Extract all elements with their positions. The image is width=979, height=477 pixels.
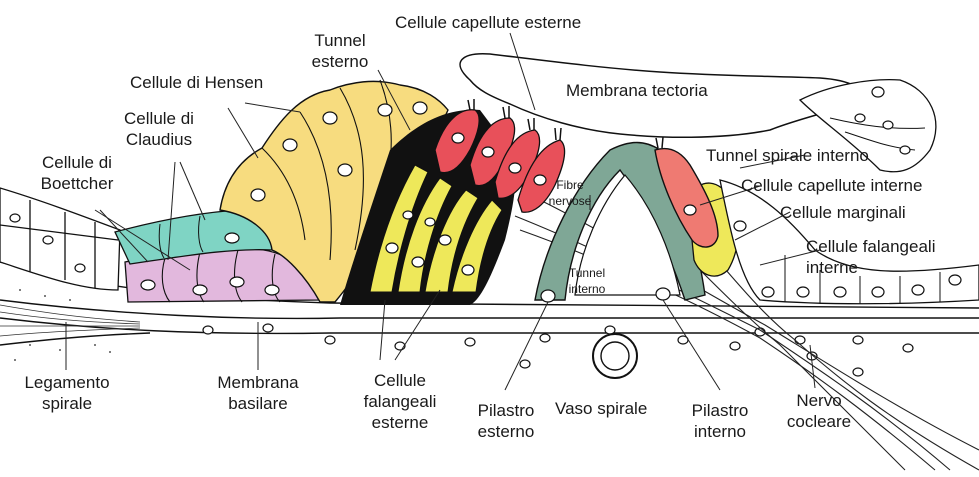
outer-sulcus-nuclei bbox=[9, 213, 86, 273]
label-cellule-claudius-line2: Claudius bbox=[125, 130, 193, 149]
label-cellule-marginali: Cellule marginali bbox=[780, 203, 906, 222]
label-cellule-falangeali-interne-line1: Cellule falangeali bbox=[806, 237, 936, 256]
label-membrana-basilare-line1: Membrana bbox=[217, 373, 299, 392]
label-nervo-cocleare-line2: cocleare bbox=[786, 412, 852, 431]
label-cellule-capellute-esterne: Cellule capellute esterne bbox=[395, 13, 582, 32]
tunnel-interno bbox=[574, 174, 681, 296]
label-cellule-falangeali-esterne-line3: esterne bbox=[371, 413, 429, 432]
label-nervo-cocleare-line1: Nervo bbox=[796, 391, 842, 410]
label-cellule-falangeali-interne-line2: interne bbox=[806, 258, 858, 277]
spiral-ligament-fibres bbox=[0, 304, 141, 337]
label-pilastro-interno-line2: interno bbox=[694, 422, 746, 441]
label-cellule-claudius-line1: Cellule di bbox=[124, 109, 194, 128]
label-pilastro-interno-line1: Pilastro bbox=[691, 401, 749, 420]
label-cellule-hensen: Cellule di Hensen bbox=[130, 73, 264, 92]
label-vaso-spirale: Vaso spirale bbox=[555, 399, 648, 418]
label-fibre-nervose-line2: nervose bbox=[548, 194, 592, 208]
label-membrana-basilare-line2: basilare bbox=[228, 394, 288, 413]
label-tunnel-interno-line2: interno bbox=[568, 282, 606, 296]
label-cellule-boettcher-line1: Cellule di bbox=[42, 153, 112, 172]
label-tunnel-spirale-interno: Tunnel spirale interno bbox=[706, 146, 869, 165]
stereocilia bbox=[467, 99, 664, 149]
label-cellule-capellute-interne: Cellule capellute interne bbox=[741, 176, 923, 195]
label-tunnel-esterno-line2: esterno bbox=[311, 52, 369, 71]
label-cellule-boettcher-line2: Boettcher bbox=[40, 174, 114, 193]
label-legamento-spirale-line2: spirale bbox=[41, 394, 93, 413]
label-legamento-spirale-line1: Legamento bbox=[24, 373, 110, 392]
outer-sulcus-cells bbox=[0, 187, 121, 291]
inner-hair-cell bbox=[654, 147, 719, 248]
spiral-ligament-stipple bbox=[14, 289, 111, 361]
label-membrana-tectoria: Membrana tectoria bbox=[566, 81, 708, 100]
spiral-vessel bbox=[592, 333, 638, 379]
label-pilastro-esterno-line2: esterno bbox=[477, 422, 535, 441]
label-tunnel-esterno-line1: Tunnel bbox=[314, 31, 366, 50]
label-cellule-falangeali-esterne-line2: falangeali bbox=[363, 392, 437, 411]
label-pilastro-esterno-line1: Pilastro bbox=[477, 401, 535, 420]
leader-lines bbox=[65, 32, 821, 391]
label-tunnel-interno-line1: Tunnel bbox=[568, 266, 606, 280]
label-cellule-falangeali-esterne-line1: Cellule bbox=[374, 371, 426, 390]
label-fibre-nervose-line1: Fibre bbox=[556, 178, 584, 192]
